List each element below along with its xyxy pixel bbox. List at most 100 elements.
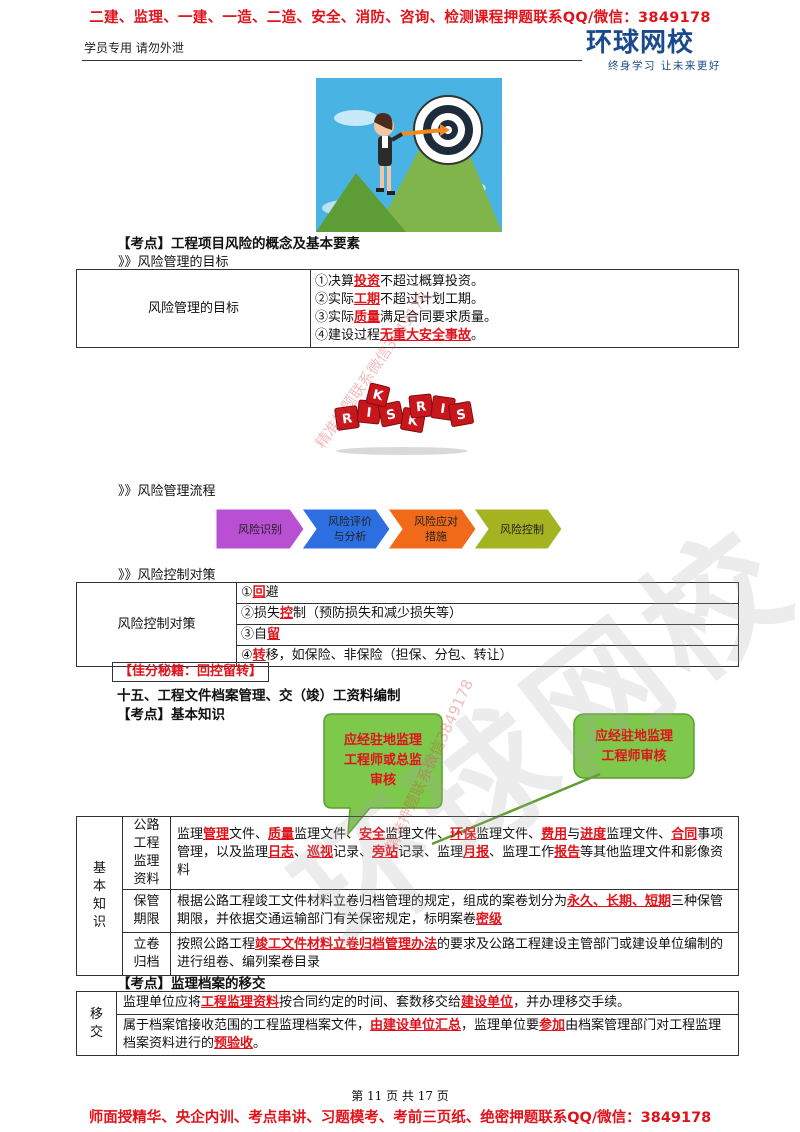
transfer-row: 移交监理单位应将工程监理资料按合同约定的时间、套数移交给建设单位，并办理移交手续…: [76, 991, 739, 1056]
text-run: 由档案管理部门对工程监理档案资料进行的: [123, 1018, 722, 1051]
control-item: ②损失控制（预防损失和减少损失等）: [236, 603, 739, 625]
text-run: 与: [567, 827, 581, 842]
memory-tip: 【佳分秘籍：回控留转】: [112, 662, 270, 682]
text-run: 三种保管期限，并依据交通运输部门有关保密规定，标明案卷: [177, 894, 724, 927]
text-run: 属于档案馆接收范围的工程监理档案文件，: [123, 1018, 371, 1033]
risk-cube-shadow: [336, 447, 468, 455]
flow-step-label: 风险识别: [238, 522, 282, 536]
transfer-label: 移交: [76, 991, 117, 1056]
header-note: 学员专用 请勿外泄: [84, 41, 184, 55]
risk-goal-label: 风险管理的目标: [76, 269, 311, 348]
flow-step-shape: [216, 508, 305, 550]
risk-cube-letter: I: [439, 402, 446, 418]
target-illustration: [316, 78, 502, 232]
keyword: 参加: [539, 1018, 566, 1033]
kaodian-transfer: 【考点】监理档案的移交: [117, 976, 266, 992]
flow-step-shape: [387, 508, 477, 550]
control-keyword: 回: [252, 585, 266, 600]
goal-text: ①决算: [315, 273, 355, 289]
keyword: 质量: [268, 827, 295, 842]
text-run: 根据公路工程竣工文件材料立卷归档管理的规定，组成的案卷划分为: [177, 894, 568, 909]
control-text: ②损失: [241, 606, 281, 621]
risk-cube-letter: S: [455, 407, 467, 423]
section-title-risk: 【考点】工程项目风险的概念及基本要素: [117, 236, 360, 252]
risk-cube: I: [430, 395, 456, 421]
header-divider: [82, 60, 582, 61]
text-run: 监理文件、: [385, 827, 451, 842]
control-text: ③自: [241, 627, 268, 642]
archive-sub-label: 保管期限: [122, 889, 171, 933]
risk-cube: R: [334, 405, 360, 431]
subheading-risk-goal: 》》风险管理的目标: [118, 255, 229, 270]
keyword: 日志: [268, 845, 295, 860]
text-run: ，并办理移交手续。: [513, 995, 631, 1010]
logo-slogan: 终身学习 让未来更好: [608, 60, 721, 72]
risk-goal-item: ③实际质量满足合同要求质量。: [315, 309, 734, 327]
archive-knowledge-table: 基本知识公路工程监理资料监理管理文件、质量监理文件、安全监理文件、环保监理文件、…: [76, 816, 739, 976]
control-keyword: 留: [267, 627, 281, 642]
keyword: 安全: [359, 827, 386, 842]
callout-bubble-1: [323, 713, 443, 837]
page-number: 第 11 页 共 17 页: [351, 1089, 449, 1103]
transfer-content: 监理单位应将工程监理资料按合同约定的时间、套数移交给建设单位，并办理移交手续。: [116, 991, 739, 1015]
archive-row: 保管期限根据公路工程竣工文件材料立卷归档管理的规定，组成的案卷划分为永久、长期、…: [77, 889, 739, 933]
risk-goal-items: ①决算投资不超过概算投资。②实际工期不超过计划工期。③实际质量满足合同要求质量。…: [310, 269, 739, 348]
risk-cube: K: [365, 382, 391, 408]
keyword: 由建设单位汇总: [370, 1018, 462, 1033]
goal-keyword: 投资: [354, 273, 381, 289]
control-label: 风险控制对策: [76, 582, 237, 667]
text-run: 、监理工作: [489, 845, 555, 860]
risk-cube: S: [448, 401, 474, 427]
control-keyword: 控: [280, 606, 294, 621]
text-run: 监理文件、: [294, 827, 360, 842]
text-run: 的要求及公路工程建设主管部门或建设单位编制的进行组卷、编列案卷目录: [177, 937, 724, 970]
text-run: 监理: [177, 827, 204, 842]
transfer-row: 属于档案馆接收范围的工程监理档案文件，由建设单位汇总，监理单位要参加由档案管理部…: [77, 1014, 739, 1056]
flow-step-shape: [301, 508, 391, 550]
control-item: ①回避: [236, 582, 739, 604]
control-item: ④转移，如保险、非保险（担保、分包、转让）: [236, 645, 739, 667]
control-text: 制（预防损失和减少损失等）: [293, 606, 463, 621]
archive-sub-label: 公路工程监理资料: [122, 816, 171, 890]
subheading-risk-control: 》》风险控制对策: [118, 568, 216, 583]
control-text: 避: [265, 585, 279, 600]
keyword: 密级: [476, 912, 503, 927]
kaodian-basic-knowledge: 【考点】基本知识: [117, 707, 225, 723]
keyword: 管理: [203, 827, 230, 842]
text-run: ，监理单位要: [461, 1018, 540, 1033]
control-item: ③自留: [236, 624, 739, 646]
text-run: 等其他监理文件和影像资料: [177, 845, 724, 878]
keyword: 竣工文件材料立卷归档管理办法: [255, 937, 438, 952]
text-run: 按照公路工程: [177, 937, 256, 952]
control-text: ④: [241, 648, 253, 663]
keyword: 合同: [671, 827, 698, 842]
text-run: 。: [253, 1036, 267, 1051]
goal-text: 不超过计划工期。: [380, 291, 485, 307]
goal-keyword: 质量: [354, 309, 381, 325]
section-title-archive: 十五、工程文件档案管理、交（竣）工资料编制: [117, 688, 401, 704]
risk-goal-item: ①决算投资不超过概算投资。: [315, 273, 734, 291]
keyword: 月报: [463, 845, 490, 860]
keyword: 费用: [541, 827, 568, 842]
goal-text: 。: [471, 327, 485, 343]
control-text: 移，如保险、非保险（担保、分包、转让）: [265, 648, 513, 663]
risk-cube: R: [408, 393, 434, 419]
keyword: 进度: [580, 827, 607, 842]
risk-goal-item: ②实际工期不超过计划工期。: [315, 291, 734, 309]
goal-text: 满足合同要求质量。: [380, 309, 498, 325]
archive-content: 根据公路工程竣工文件材料立卷归档管理的规定，组成的案卷划分为永久、长期、短期三种…: [170, 889, 739, 933]
brand-logo: 环球网校 终身学习 让未来更好: [586, 28, 736, 80]
subheading-risk-process: 》》风险管理流程: [118, 484, 216, 499]
goal-text: 不超过概算投资。: [380, 273, 485, 289]
risk-cube-letter: K: [371, 387, 385, 404]
flow-step-label: 风险评价与分析: [328, 514, 372, 543]
keyword: 旁站: [372, 845, 399, 860]
keyword: 建设单位: [461, 995, 514, 1010]
risk-cube-letter: I: [366, 406, 372, 421]
transfer-content: 属于档案馆接收范围的工程监理档案文件，由建设单位汇总，监理单位要参加由档案管理部…: [116, 1014, 739, 1056]
callout-bubbles: 应经驻地监理工程师或总监审核 应经驻地监理工程师审核: [323, 713, 695, 846]
keyword: 预验收: [214, 1036, 254, 1051]
